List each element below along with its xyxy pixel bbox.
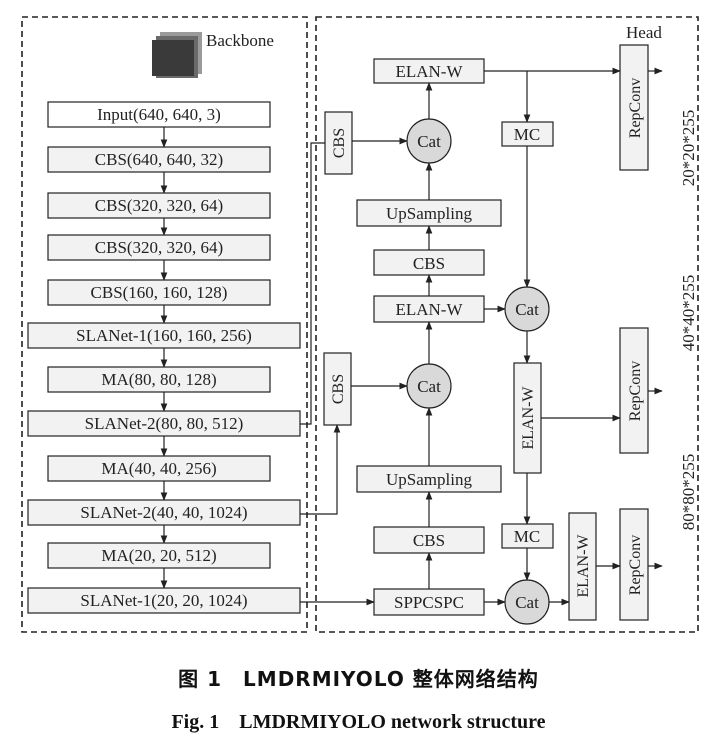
repconv-top-label: RepConv	[627, 78, 644, 138]
backbone-layer-label: SLANet-2(40, 40, 1024)	[80, 503, 247, 522]
mc-bottom-box	[501, 523, 554, 549]
elan-w-top-label: ELAN-W	[395, 62, 463, 81]
backbone-layer-label: Input(640, 640, 3)	[97, 105, 221, 124]
cbs-side-mid-box	[323, 352, 352, 426]
backbone-layer-box	[47, 234, 271, 261]
mc-top-label: MC	[514, 125, 540, 144]
upsampling-bottom-label: UpSampling	[386, 470, 472, 489]
cat-top-label: Cat	[417, 132, 441, 151]
sppcspc-label: SPPCSPC	[394, 593, 464, 612]
figure-caption-zh: 图 1 LMDRMIYOLO 整体网络结构	[178, 667, 539, 691]
figure-caption-en: Fig. 1 LMDRMIYOLO network structure	[171, 711, 546, 733]
head-container	[315, 16, 699, 633]
backbone-layer-box	[27, 410, 301, 437]
backbone-layer-label: CBS(320, 320, 64)	[95, 196, 223, 215]
layers-icon	[152, 32, 202, 78]
backbone-layer-box	[47, 455, 271, 482]
cat-mid-label: Cat	[417, 377, 441, 396]
output-label-20: 20*20*255	[679, 110, 698, 187]
backbone-layer-label: MA(80, 80, 128)	[101, 370, 216, 389]
elan-w-vertical-bottom-label: ELAN-W	[575, 534, 592, 598]
head-title: Head	[626, 23, 662, 42]
backbone-layer-box	[27, 587, 301, 614]
backbone-layer-label: MA(40, 40, 256)	[101, 459, 216, 478]
backbone-layer-label: SLANet-1(20, 20, 1024)	[80, 591, 247, 610]
backbone-layer-label: CBS(160, 160, 128)	[91, 283, 228, 302]
repconv-mid-box	[619, 327, 649, 454]
backbone-layer-box	[47, 192, 271, 219]
cbs-mid-top-label: CBS	[413, 254, 445, 273]
elan-w-vertical-bottom-box	[568, 512, 597, 621]
backbone-layer-box	[47, 366, 271, 393]
output-label-40: 40*40*255	[679, 275, 698, 352]
backbone-container	[21, 16, 308, 633]
cat-mid-right-label: Cat	[515, 300, 539, 319]
cbs-side-mid-label: CBS	[330, 374, 347, 404]
backbone-layer-label: CBS(320, 320, 64)	[95, 238, 223, 257]
edge-slanet2-80-to-cbs-side-top	[300, 142, 325, 425]
elan-w-mid-label: ELAN-W	[395, 300, 463, 319]
cbs-side-top-box	[324, 111, 353, 175]
upsampling-top-label: UpSampling	[386, 204, 472, 223]
backbone-layer-box	[47, 279, 271, 306]
backbone-layer-label: SLANet-1(160, 160, 256)	[76, 326, 252, 345]
backbone-title: Backbone	[206, 31, 274, 50]
backbone-layer-label: SLANet-2(80, 80, 512)	[85, 414, 244, 433]
backbone-layer-box	[47, 542, 271, 569]
backbone-layer-box	[27, 322, 301, 349]
elan-w-vertical-mid-label: ELAN-W	[520, 386, 537, 450]
cbs-side-top-label: CBS	[331, 128, 348, 158]
edge-slanet2-40-to-cbs-side-mid	[300, 424, 341, 515]
backbone-layer-box	[47, 101, 271, 128]
repconv-mid-label: RepConv	[627, 361, 644, 421]
cbs-bottom-label: CBS	[413, 531, 445, 550]
cat-bottom-label: Cat	[515, 593, 539, 612]
backbone-layer-label: CBS(640, 640, 32)	[95, 150, 223, 169]
repconv-top-box	[619, 44, 649, 171]
output-label-80: 80*80*255	[679, 454, 698, 531]
backbone-layer-box	[47, 146, 271, 173]
elan-w-top-box	[373, 58, 485, 84]
backbone-layer-label: MA(20, 20, 512)	[101, 546, 216, 565]
repconv-bottom-label: RepConv	[627, 535, 644, 595]
mc-bottom-label: MC	[514, 527, 540, 546]
connectors	[300, 67, 663, 606]
cbs-mid-top-box	[373, 249, 485, 276]
